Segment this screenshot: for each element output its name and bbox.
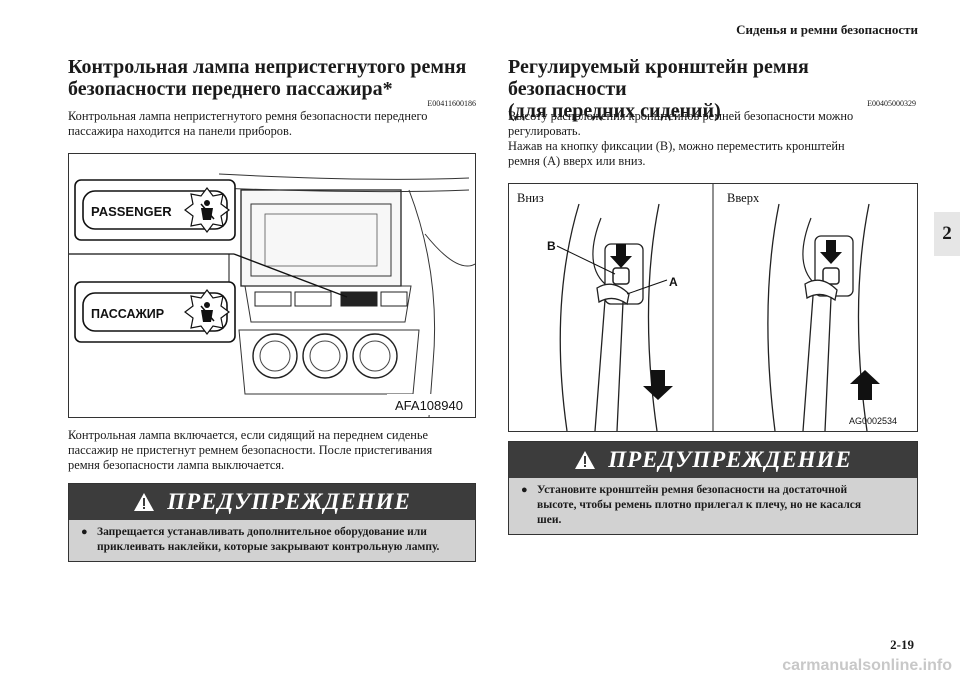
up-label: Вверх (727, 191, 760, 205)
right-p2-line-1: Нажав на кнопку фиксации (B), можно пере… (508, 139, 845, 153)
figure-code: AFA108940 (395, 398, 463, 413)
dashboard-figure: PASSENGER ПАССАЖИР AFA108940 (68, 153, 476, 418)
display-screen (250, 203, 392, 277)
left-after-paragraph: Контрольная лампа включается, если сидящ… (68, 428, 488, 473)
right-section-code: E00405000329 (867, 99, 916, 108)
dashboard-illustration: PASSENGER ПАССАЖИР AFA108940 (69, 173, 476, 418)
right-title-line-1: Регулируемый кронштейн ремня безопасност… (508, 56, 809, 100)
right-p2-line-2: ремня (A) вверх или вниз. (508, 154, 646, 168)
passazhir-label: ПАССАЖИР (91, 307, 164, 321)
bullet-icon: ● (81, 526, 88, 538)
press-arrow-icon (610, 244, 632, 268)
left-title-line-1: Контрольная лампа непристегнутого ремня (68, 56, 467, 78)
down-label: Вниз (517, 191, 544, 205)
chapter-tab: 2 (934, 212, 960, 256)
left-after-line-1: Контрольная лампа включается, если сидящ… (68, 428, 429, 442)
warning-triangle-icon (134, 493, 155, 511)
label-a: A (669, 275, 678, 289)
watermark: carmanualsonline.info (782, 657, 952, 674)
left-warning-line-1: Запрещается устанавливать дополнительное… (97, 526, 427, 538)
right-warning-header: ПРЕДУПРЕЖДЕНИЕ (509, 442, 917, 478)
right-section-title: Регулируемый кронштейн ремня безопасност… (508, 56, 928, 122)
left-warning-title: ПРЕДУПРЕЖДЕНИЕ (167, 489, 411, 514)
belt-anchor-illustration: Вниз Вверх B A AG0002534 (517, 184, 897, 432)
figure-code-right: AG0002534 (849, 416, 897, 426)
right-warning-box: ПРЕДУПРЕЖДЕНИЕ ● Установите кронштейн ре… (508, 441, 918, 535)
passenger-label: PASSENGER (91, 204, 172, 219)
right-warning-line-2: высоте, чтобы ремень плотно прилегал к п… (537, 499, 862, 511)
display-frame (240, 189, 402, 287)
up-arrow-icon (850, 370, 880, 400)
left-intro-line-1: Контрольная лампа непристегнутого ремня … (68, 109, 428, 123)
left-after-line-3: ремня безопасности лампа выключается. (68, 458, 285, 472)
left-section-code: E00411600186 (427, 99, 476, 108)
right-p1-line-1: Высоту расположения кронштейнов ремней б… (508, 109, 854, 123)
right-title-line-2: (для передних сидений) (508, 100, 721, 122)
left-after-line-2: пассажир не пристегнут ремнем безопаснос… (68, 443, 433, 457)
right-p1-line-2: регулировать. (508, 124, 581, 138)
indicator-lamp (340, 291, 378, 307)
left-intro-line-2: пассажира находится на панели приборов. (68, 124, 292, 138)
right-warning-line-1: Установите кронштейн ремня безопасности … (537, 484, 848, 496)
left-title-line-2: безопасности переднего пассажира* (68, 78, 393, 100)
left-warning-line-2: приклеивать наклейки, которые закрывают … (97, 541, 440, 553)
seatbelt-warning-icon-2 (184, 289, 230, 335)
right-warning-title: ПРЕДУПРЕЖДЕНИЕ (608, 447, 852, 472)
right-paragraphs: Высоту расположения кронштейнов ремней б… (508, 109, 928, 169)
left-section-title: Контрольная лампа непристегнутого ремня … (68, 56, 488, 100)
page-number: 2-19 (890, 637, 914, 652)
left-warning-body: ● Запрещается устанавливать дополнительн… (69, 520, 475, 561)
running-header: Сиденья и ремни безопасности (736, 22, 918, 37)
right-warning-body: ● Установите кронштейн ремня безопасност… (509, 478, 917, 534)
left-intro-paragraph: Контрольная лампа непристегнутого ремня … (68, 109, 488, 139)
bullet-icon: ● (521, 484, 528, 496)
left-warning-header: ПРЕДУПРЕЖДЕНИЕ (69, 484, 475, 520)
down-arrow-icon (643, 370, 673, 400)
belt-anchor-figure: Вниз Вверх B A AG0002534 (508, 183, 918, 432)
right-warning-line-3: шеи. (537, 514, 562, 526)
climate-knobs (252, 333, 398, 379)
press-arrow-icon-2 (820, 240, 842, 264)
lock-button-down (612, 267, 630, 285)
label-b: B (547, 239, 556, 253)
left-warning-box: ПРЕДУПРЕЖДЕНИЕ ● Запрещается устанавлива… (68, 483, 476, 562)
seatbelt-warning-icon (184, 187, 230, 233)
warning-triangle-icon (575, 451, 596, 469)
lock-button-up (822, 267, 840, 285)
